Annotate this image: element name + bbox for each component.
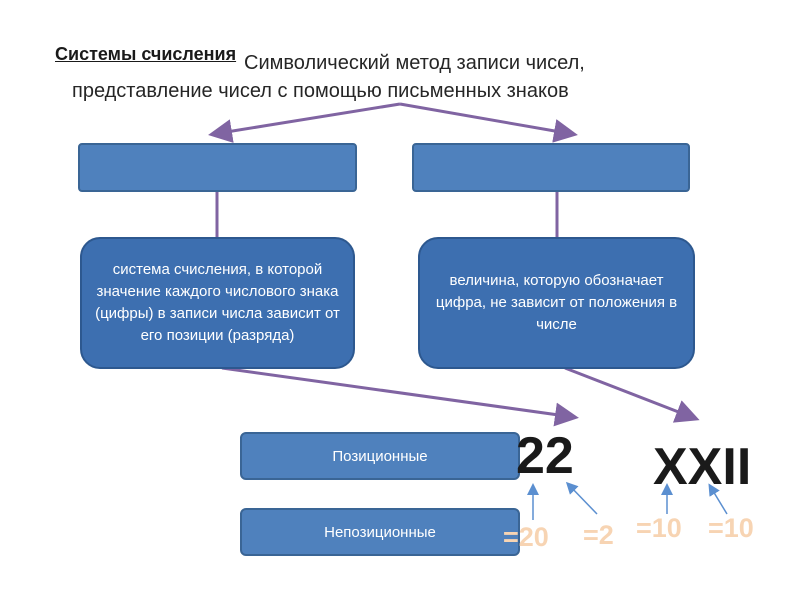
pointer-10-second xyxy=(708,483,728,515)
arabic-part-tens: =20 xyxy=(503,522,549,552)
roman-example: XXII xyxy=(653,438,752,496)
pointer-2 xyxy=(565,481,598,515)
positional-header-box xyxy=(78,143,357,192)
positional-description: система счисления, в которой значение ка… xyxy=(80,237,355,369)
positional-label: Позиционные xyxy=(332,447,428,465)
definition-line-1: Символический метод записи чисел, xyxy=(244,52,585,74)
arabic-part-units: =2 xyxy=(583,520,614,550)
positional-button[interactable]: Позиционные xyxy=(240,432,520,480)
roman-part-first: =10 xyxy=(636,513,682,543)
nonpositional-description-text: величина, которую обозначает цифра, не з… xyxy=(435,272,678,333)
nonpositional-button[interactable]: Непозиционные xyxy=(240,508,520,556)
definition-line-2: представление чисел с помощью письменных… xyxy=(72,80,569,102)
roman-part-second: =10 xyxy=(708,513,754,543)
positional-description-text: система счисления, в которой значение ка… xyxy=(95,261,340,344)
arrow-to-left-box xyxy=(208,102,401,143)
arabic-example: 22 xyxy=(516,427,574,485)
slide-title: Системы счисления xyxy=(55,44,237,64)
arrow-to-22 xyxy=(221,366,579,427)
nonpositional-description: величина, которую обозначает цифра, не з… xyxy=(418,237,695,369)
nonpositional-label: Непозиционные xyxy=(324,523,436,541)
nonpositional-header-box xyxy=(412,143,690,192)
arrow-to-right-box xyxy=(399,102,578,143)
arrow-to-xxii xyxy=(564,366,700,423)
